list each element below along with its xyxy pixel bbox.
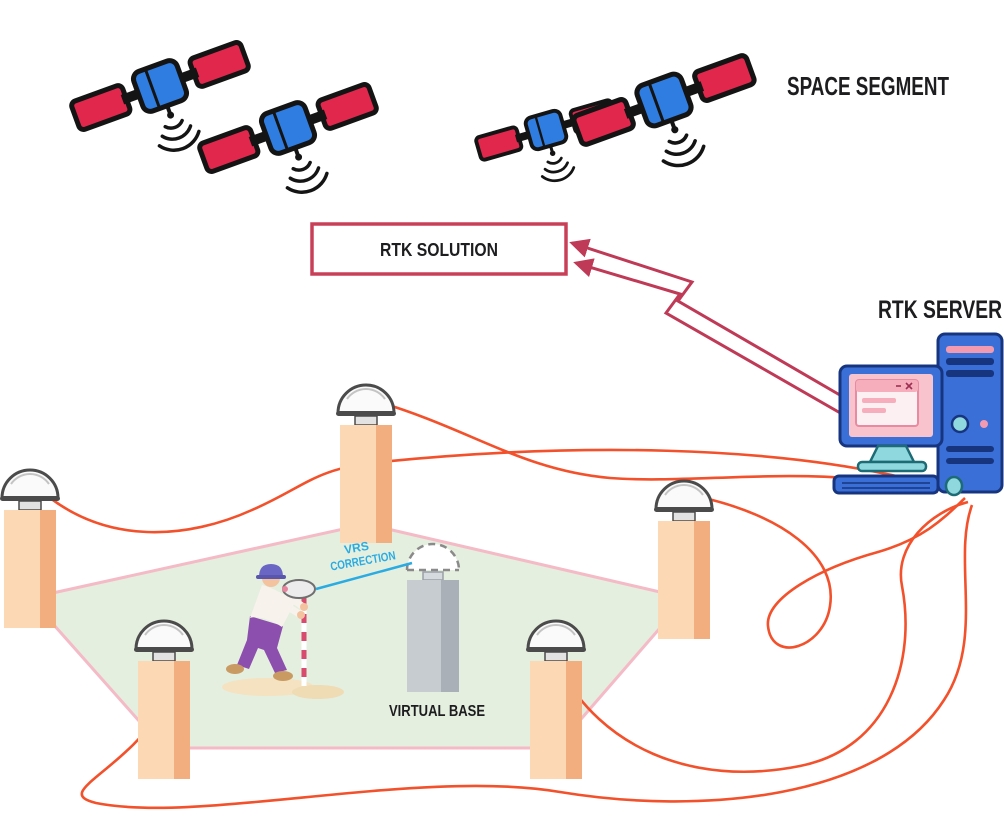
rtk-server-label: RTK SERVER — [878, 296, 1002, 324]
virtual-base-label: VIRTUAL BASE — [389, 703, 485, 720]
satellite-icon — [570, 48, 773, 195]
data-link-line — [37, 448, 937, 534]
surveyor-shoe — [226, 664, 244, 674]
monitor-base — [856, 460, 928, 473]
ground-patch — [292, 685, 344, 699]
data-link-line — [558, 500, 969, 774]
monitor-stand — [867, 444, 917, 464]
virtual-base-station — [405, 542, 461, 692]
rtk-solution-label: RTK SOLUTION — [380, 240, 498, 260]
base-station — [652, 479, 716, 641]
data-link-line — [80, 504, 974, 810]
computer-tower-icon — [936, 332, 1004, 494]
surveyor-pants — [237, 616, 287, 673]
vrs-label-line1: VRS — [343, 539, 370, 557]
rtk-server-computer — [832, 332, 1004, 497]
window-close-icon — [896, 382, 913, 390]
rtk-solution-box: RTK SOLUTION — [310, 222, 568, 276]
power-button-icon — [950, 414, 970, 434]
window-titlebar — [856, 380, 918, 392]
base-station — [524, 619, 588, 781]
surveyor-hand — [300, 603, 308, 611]
virtual-dome-icon — [405, 542, 461, 571]
keyboard-icon — [832, 474, 940, 495]
base-station — [0, 468, 62, 630]
lightning-arrow — [569, 238, 850, 420]
space-segment-label: SPACE SEGMENT — [787, 71, 949, 101]
hard-hat-icon — [259, 564, 283, 577]
satellite-icon — [196, 77, 395, 221]
surveyor — [222, 564, 344, 699]
mouse-icon — [944, 475, 964, 497]
receiver-tag — [282, 586, 288, 592]
vrs-correction-line — [315, 561, 413, 591]
data-link-line — [699, 495, 966, 649]
base-station — [132, 619, 196, 781]
base-station — [334, 383, 398, 545]
ground-patch — [222, 678, 314, 696]
hard-hat-brim — [256, 575, 286, 579]
surveyor-shoe — [273, 671, 293, 681]
surveyor-hand — [297, 611, 305, 619]
data-link-line — [371, 398, 939, 494]
